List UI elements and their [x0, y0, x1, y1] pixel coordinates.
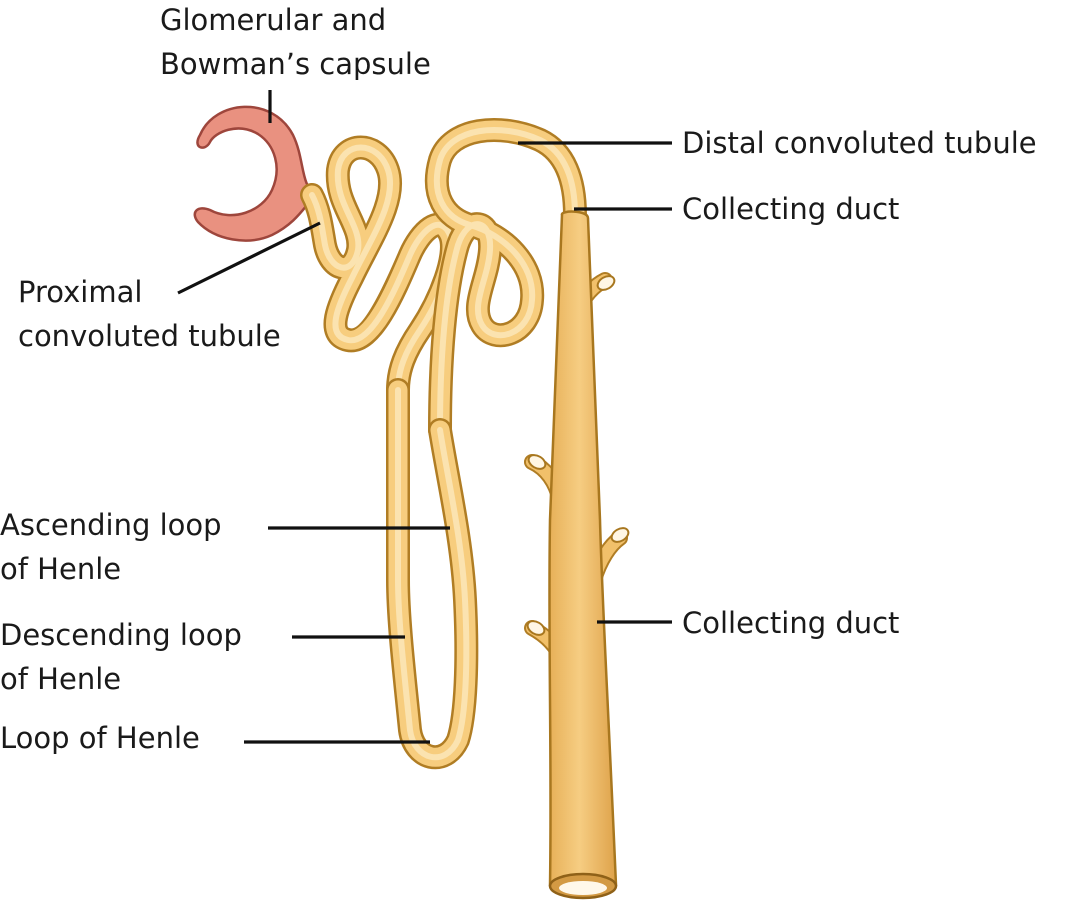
collecting-duct [524, 210, 630, 900]
henle-loop-path-highlight [395, 387, 470, 761]
label-collecting-upper-line1: Collecting duct [682, 192, 900, 226]
duct-lumen [559, 881, 607, 895]
distal-tubule-path-highlight [433, 127, 578, 433]
label-ascending-line2: of Henle [0, 552, 122, 586]
duct-trunk [548, 210, 618, 887]
label-descending-line2: of Henle [0, 662, 122, 696]
label-proximal-line2: convoluted tubule [18, 319, 281, 353]
distal-convoluted-tubule [424, 118, 587, 442]
branch-end-1 [596, 275, 616, 291]
leader-lines [177, 90, 672, 744]
loop-of-henle [386, 378, 479, 770]
label-ascending-line1: Ascending loop [0, 508, 222, 542]
label-descending: Descending loop of Henle [0, 613, 242, 701]
bowmans-capsule [193, 105, 319, 242]
label-proximal-line1: Proximal [18, 275, 143, 309]
label-collecting-upper: Collecting duct [682, 187, 899, 231]
label-distal: Distal convoluted tubule [682, 121, 1037, 165]
label-glomerular-line2: Bowman’s capsule [160, 47, 431, 81]
label-loop: Loop of Henle [0, 716, 200, 760]
label-proximal: Proximal convoluted tubule [18, 270, 281, 358]
label-glomerular: Glomerular and Bowman’s capsule [160, 0, 431, 86]
capsule-shape [193, 105, 319, 242]
label-loop-line1: Loop of Henle [0, 721, 200, 755]
branch-end-2 [527, 454, 547, 470]
label-collecting-lower-line1: Collecting duct [682, 606, 900, 640]
label-glomerular-line1: Glomerular and [160, 3, 387, 37]
leader-proximal [177, 221, 321, 295]
branch-end-4 [526, 620, 546, 636]
label-collecting-lower: Collecting duct [682, 601, 899, 645]
branch-end-3 [610, 527, 630, 543]
label-distal-line1: Distal convoluted tubule [682, 126, 1037, 160]
label-descending-line1: Descending loop [0, 618, 242, 652]
label-ascending: Ascending loop of Henle [0, 503, 222, 591]
